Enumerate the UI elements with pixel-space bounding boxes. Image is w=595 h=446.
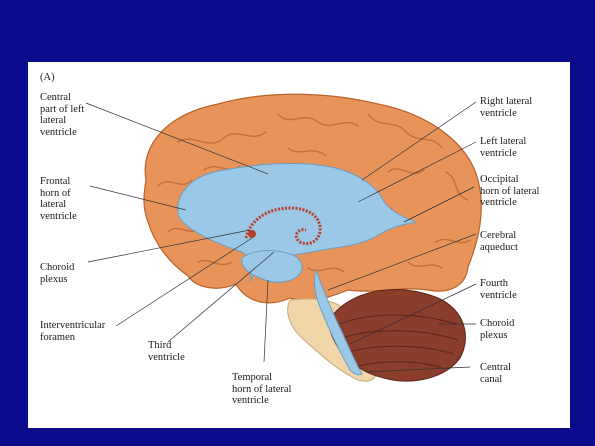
figure-panel: (A) Central part of left lateral ventric… <box>28 62 570 428</box>
label-frontal-horn: Frontal horn of lateral ventricle <box>40 176 77 222</box>
label-central-canal: Central canal <box>480 362 511 385</box>
label-choroid-plexus-left: Choroid plexus <box>40 262 74 285</box>
label-left-lateral-ventricle: Left lateral ventricle <box>480 136 526 159</box>
label-interventricular-foramen: Interventricular foramen <box>40 320 105 343</box>
label-fourth-ventricle: Fourth ventricle <box>480 278 517 301</box>
label-occipital-horn: Occipital horn of lateral ventricle <box>480 174 539 209</box>
label-cerebral-aqueduct: Cerebral aqueduct <box>480 230 518 253</box>
interventricular-foramen-mark <box>248 230 256 238</box>
label-temporal-horn: Temporal horn of lateral ventricle <box>232 372 291 407</box>
label-choroid-plexus-right: Choroid plexus <box>480 318 514 341</box>
panel-letter: (A) <box>40 72 55 84</box>
label-third-ventricle: Third ventricle <box>148 340 185 363</box>
label-central-part-left-lateral-ventricle: Central part of left lateral ventricle <box>40 92 84 138</box>
label-right-lateral-ventricle: Right lateral ventricle <box>480 96 532 119</box>
